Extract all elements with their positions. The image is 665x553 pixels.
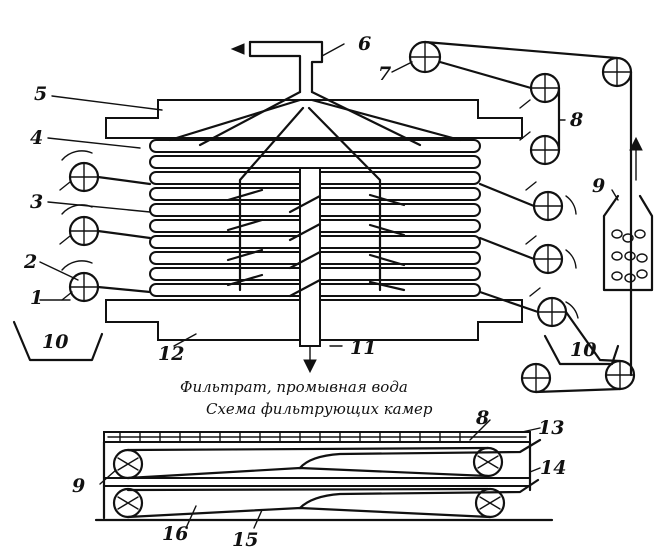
label-9: 9 <box>592 175 605 197</box>
label-b13: 13 <box>538 417 564 439</box>
label-11: 11 <box>350 337 376 359</box>
chamber-scheme <box>94 419 554 529</box>
down-arrow-icon <box>303 359 317 374</box>
collection-tray-right <box>543 334 620 366</box>
label-7: 7 <box>378 63 391 85</box>
scheme-middle-plate <box>103 477 531 487</box>
caption-filtrate: Фильтрат, промывная вода <box>180 378 408 396</box>
label-2: 2 <box>23 251 37 273</box>
label-10-left: 10 <box>42 331 68 353</box>
label-b15: 15 <box>232 529 258 551</box>
left-rollers <box>59 150 152 303</box>
label-b14: 14 <box>540 457 566 479</box>
label-5: 5 <box>34 83 47 105</box>
label-b16: 16 <box>162 523 188 545</box>
top-pressure-plate <box>105 99 523 139</box>
label-10-right: 10 <box>570 339 596 361</box>
label-12: 12 <box>158 343 184 365</box>
label-4: 4 <box>30 127 43 149</box>
collection-tray-left <box>12 320 104 362</box>
inlet-arrow-icon <box>230 43 245 55</box>
chamber-plate <box>149 155 481 169</box>
filtrate-outlet-pipe <box>288 167 322 374</box>
caption-scheme: Схема фильтрующих камер <box>206 400 433 418</box>
chamber-plate <box>149 139 481 153</box>
label-3: 3 <box>30 191 43 213</box>
press-assembly <box>12 40 654 394</box>
label-1: 1 <box>30 287 43 309</box>
label-b8: 8 <box>475 407 489 429</box>
callout-labels: 1 2 3 4 5 6 7 8 9 10 10 11 12 8 9 13 14 … <box>23 33 605 551</box>
right-rollers <box>408 40 643 394</box>
label-6: 6 <box>358 33 371 55</box>
label-8: 8 <box>569 109 583 131</box>
regeneration-tank <box>602 194 654 292</box>
filtrate-collector <box>168 40 462 292</box>
label-b9: 9 <box>72 475 85 497</box>
